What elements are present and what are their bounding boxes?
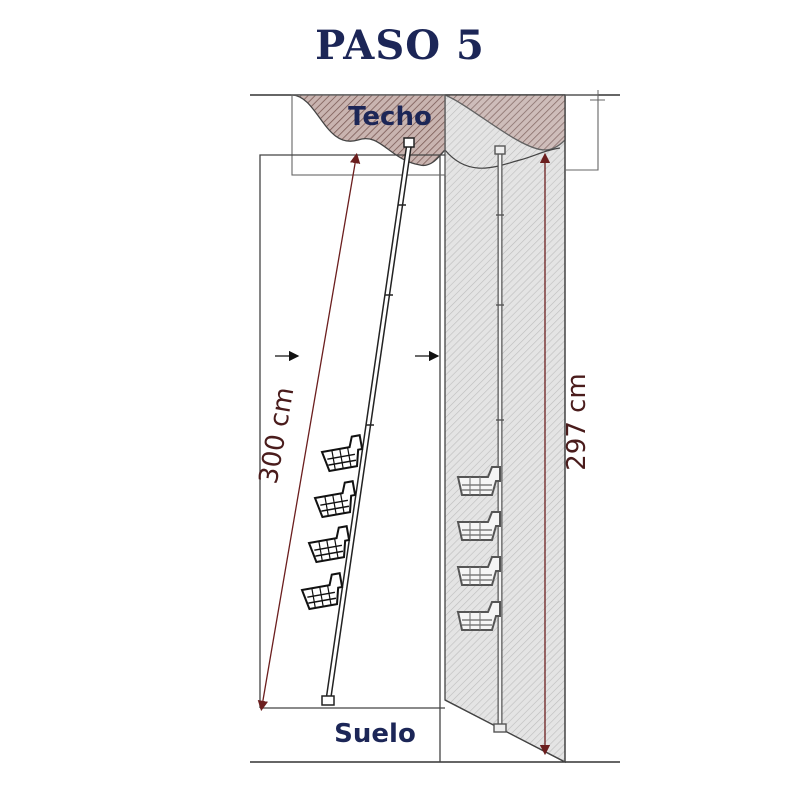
shelf-basket-icon — [312, 480, 359, 519]
tension-pole-icon — [321, 137, 415, 706]
diagonal-length-label: 300 cm — [254, 385, 300, 486]
shelf-basket-icon — [319, 434, 366, 473]
vertical-length-label: 297 cm — [562, 373, 592, 471]
shelf-basket-icon — [306, 525, 353, 564]
ceiling-section-right — [444, 94, 566, 151]
wall-panel — [444, 94, 566, 764]
tension-pole-icon — [493, 145, 507, 733]
ceiling-label: Techo — [348, 102, 432, 132]
floor-label: Suelo — [334, 719, 416, 749]
diagonal-dimension-line — [257, 152, 361, 712]
step-title: PASO 5 — [315, 22, 485, 69]
shelf-basket-icon — [299, 572, 346, 611]
